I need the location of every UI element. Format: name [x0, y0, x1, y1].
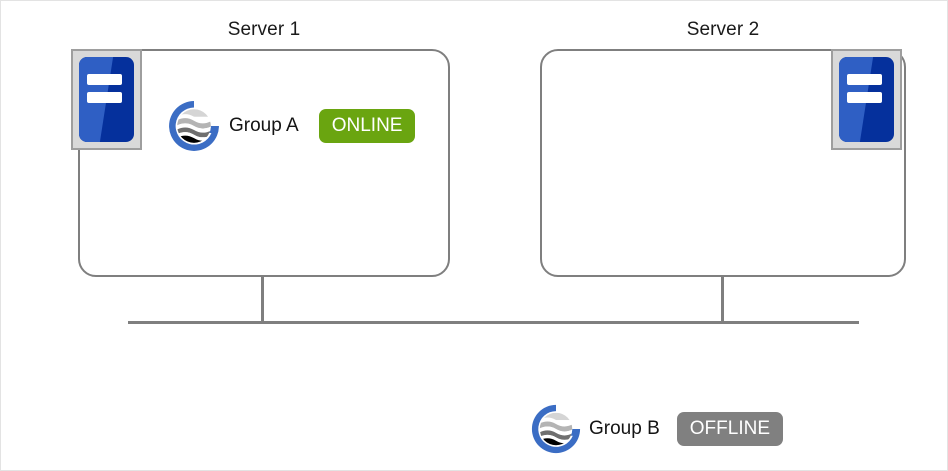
server-icon-bay-bar: [846, 74, 882, 86]
server-2-interconnect-line: [721, 276, 724, 323]
server-icon-bay-bar: [86, 91, 122, 104]
server-icon-chassis: [839, 57, 894, 142]
resource-group-b[interactable]: Group B OFFLINE: [528, 401, 783, 457]
cluster-group-logo-icon: [531, 404, 581, 454]
server-icon-chassis: [79, 57, 134, 142]
resource-group-a-label: Group A: [229, 115, 299, 136]
server-2-title: Server 2: [686, 19, 760, 40]
resource-group-b-label: Group B: [589, 418, 660, 439]
server-icon[interactable]: [71, 49, 142, 150]
cluster-group-logo-icon: [169, 101, 219, 151]
server-1-title: Server 1: [227, 19, 301, 40]
status-badge-offline[interactable]: OFFLINE: [676, 412, 783, 446]
shared-bus-line: [128, 321, 859, 324]
server-icon-bay-bar: [846, 91, 882, 104]
resource-group-a[interactable]: Group A ONLINE: [165, 97, 416, 155]
server-icon-bay-bar: [86, 74, 122, 86]
server-icon[interactable]: [831, 49, 902, 150]
status-badge-online[interactable]: ONLINE: [318, 109, 416, 143]
server-1-interconnect-line: [261, 276, 264, 323]
